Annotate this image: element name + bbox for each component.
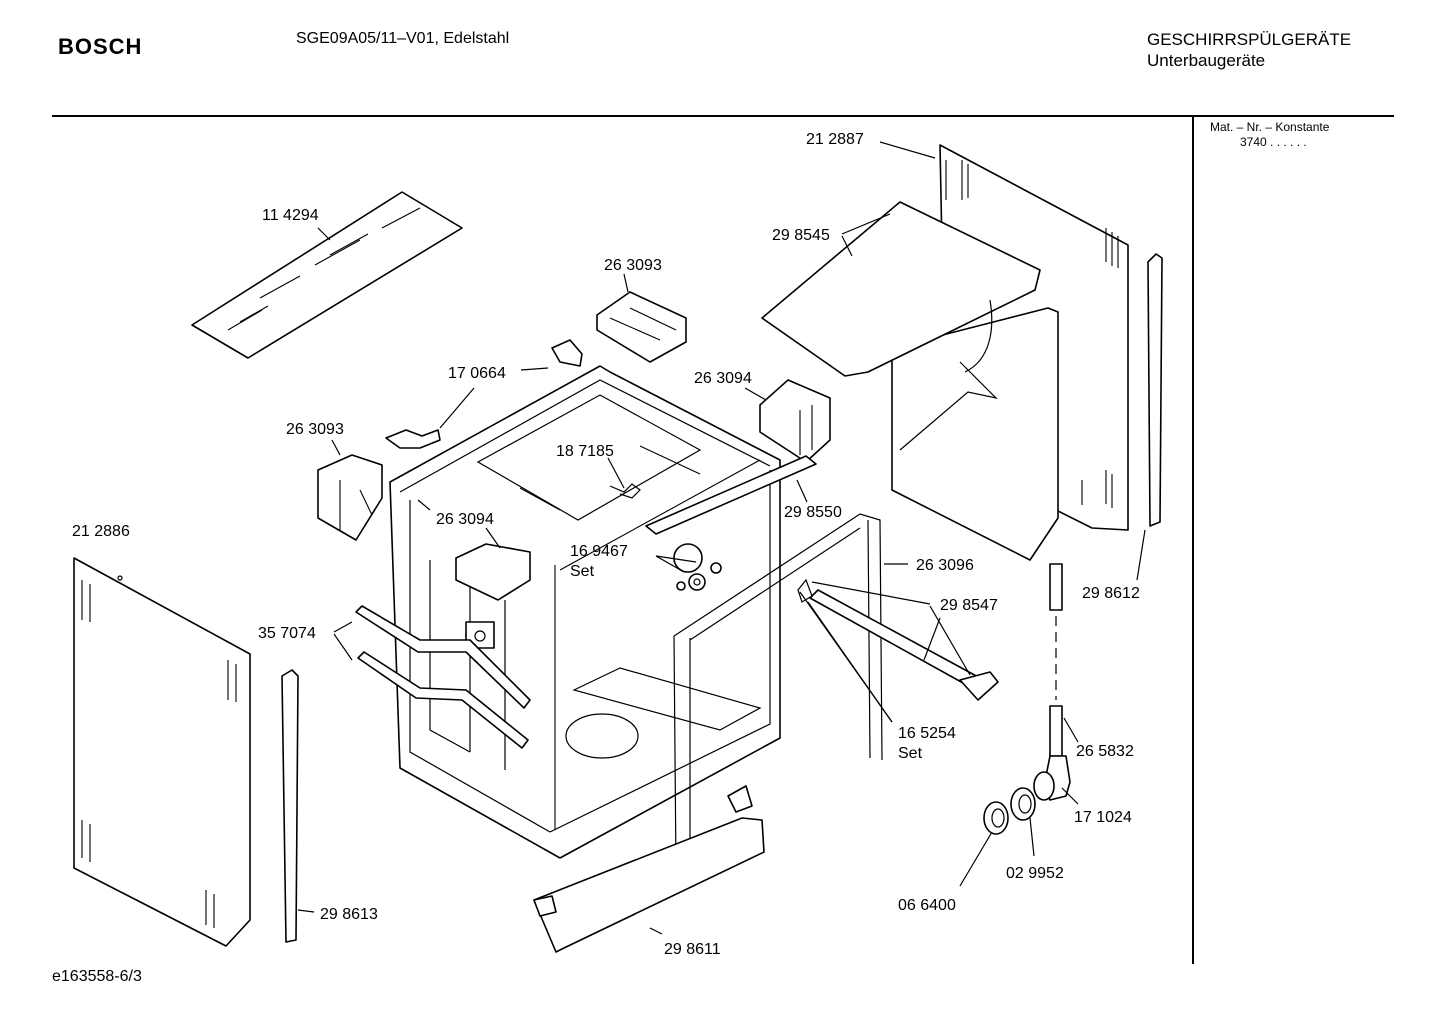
part-298612-drawing xyxy=(1147,253,1163,527)
part-label: 06 6400 xyxy=(898,897,956,914)
part-label: 26 3093 xyxy=(286,421,344,438)
part-label: 26 3093 xyxy=(604,257,662,274)
part-298550-drawing xyxy=(645,455,817,535)
part-298545-drawing xyxy=(761,201,1083,561)
header-divider xyxy=(52,115,1394,117)
model-number: SGE09A05/11–V01, Edelstahl xyxy=(296,30,510,47)
part-label: 35 7074 xyxy=(258,625,316,642)
leader-lines xyxy=(297,141,1146,935)
part-170664-drawing xyxy=(385,339,583,449)
category-title: GESCHIRRSPÜLGERÄTE xyxy=(1147,30,1352,49)
part-label: Set xyxy=(570,563,595,580)
document-id: e163558-6/3 xyxy=(52,968,142,985)
part-label: 21 2887 xyxy=(806,131,864,148)
part-label: 29 8612 xyxy=(1082,585,1140,602)
part-263093-top-drawing xyxy=(596,291,687,363)
part-drawings xyxy=(73,144,1163,953)
part-label: 11 4294 xyxy=(262,207,319,224)
part-187185-drawing xyxy=(609,483,641,499)
part-265832-drawing xyxy=(1049,563,1063,757)
part-298613-drawing xyxy=(281,669,299,943)
material-number-label: Mat. – Nr. – Konstante xyxy=(1210,120,1330,134)
part-114294-drawing xyxy=(191,191,463,359)
part-label: 29 8547 xyxy=(940,597,998,614)
part-label: 16 5254 xyxy=(898,725,956,742)
category-subtitle: Unterbaugeräte xyxy=(1147,51,1266,70)
part-label: 02 9952 xyxy=(1006,865,1064,882)
part-label: 17 1024 xyxy=(1074,809,1132,826)
part-label: 18 7185 xyxy=(556,443,614,460)
part-171024-drawing xyxy=(1033,755,1071,801)
part-label: 16 9467 xyxy=(570,543,628,560)
part-263094-inner-drawing xyxy=(455,543,531,649)
tub-drawing xyxy=(389,365,781,859)
part-263096-drawing xyxy=(673,513,883,873)
part-label: 26 3094 xyxy=(436,511,494,528)
part-label: 29 8611 xyxy=(664,941,721,958)
part-label: 17 0664 xyxy=(448,365,506,382)
side-divider xyxy=(1192,116,1194,964)
part-label: 26 3094 xyxy=(694,370,752,387)
part-label: 29 8613 xyxy=(320,906,378,923)
material-number-value: 3740 . . . . . . xyxy=(1240,135,1307,149)
part-labels: 21 2887 11 4294 29 8545 26 3093 17 0664 … xyxy=(72,131,1140,958)
part-066400-drawing xyxy=(983,801,1009,835)
part-212886-drawing xyxy=(73,557,251,947)
part-label: Set xyxy=(898,745,923,762)
part-298611-drawing xyxy=(533,785,765,953)
part-169467-drawing xyxy=(673,543,722,591)
brand-logo: BOSCH xyxy=(58,34,143,59)
part-263093-left-drawing xyxy=(317,454,383,541)
part-357074-drawing xyxy=(355,605,531,749)
part-298547-drawing xyxy=(797,578,999,701)
part-label: 29 8545 xyxy=(772,227,830,244)
part-029952-drawing xyxy=(1010,787,1036,821)
part-label: 21 2886 xyxy=(72,523,130,540)
part-label: 29 8550 xyxy=(784,504,842,521)
part-label: 26 3096 xyxy=(916,557,974,574)
part-label: 26 5832 xyxy=(1076,743,1134,760)
part-263094-top-drawing xyxy=(759,379,831,463)
